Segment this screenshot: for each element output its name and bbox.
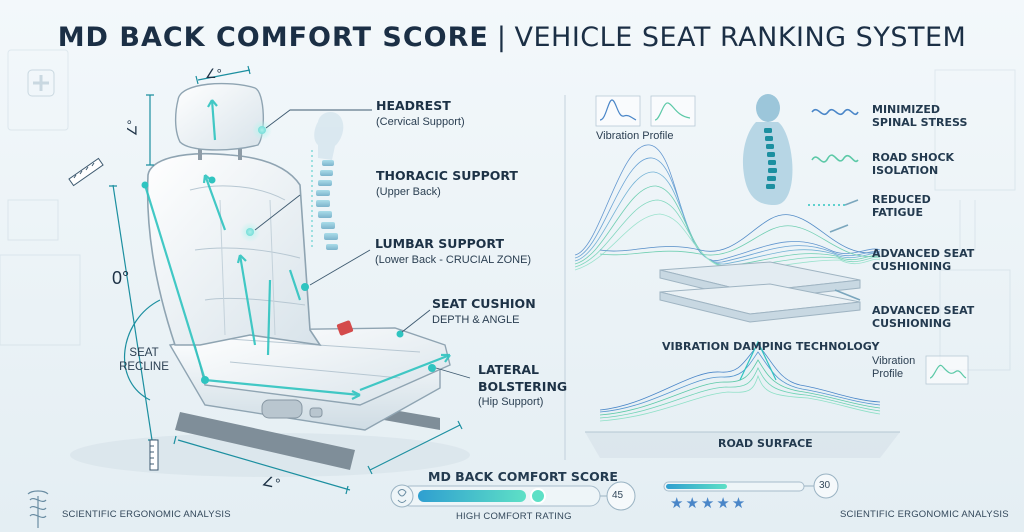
comfort-score-label: MD BACK COMFORT SCORE [428, 469, 618, 484]
callout-seat-cushion-label: SEAT CUSHION [432, 296, 536, 311]
benefit-road-shock-isolation: ROAD SHOCK ISOLATION [872, 151, 954, 177]
title-separator: | [496, 22, 507, 53]
vibration-profile-bottom-line2: Profile [872, 368, 904, 380]
callout-lateral-bolstering: LATERAL BOLSTERING (Hip Support) [478, 362, 567, 408]
star-rating: ★★★★★ [670, 495, 748, 512]
benefit-3-line1: REDUCED [872, 193, 931, 206]
benefit-reduced-fatigue: REDUCED FATIGUE [872, 193, 931, 219]
callout-thoracic-label: THORACIC SUPPORT [376, 168, 518, 183]
callout-lumbar-label: LUMBAR SUPPORT [375, 236, 504, 251]
benefit-advanced-seat-cushioning-2: ADVANCED SEAT CUSHIONING [872, 304, 974, 330]
benefit-5-line1: ADVANCED SEAT [872, 304, 975, 317]
angle-label-headrest: ∠° [124, 119, 140, 137]
callout-headrest: HEADREST (Cervical Support) [376, 98, 465, 128]
road-wave [599, 340, 881, 422]
seat-recline-label: SEAT RECLINE [114, 346, 174, 374]
medical-badge-icon [27, 69, 55, 97]
callout-thoracic: THORACIC SUPPORT (Upper Back) [376, 168, 518, 198]
benefit-1-line1: MINIMIZED [872, 103, 940, 116]
angle-label-base: ∠° [260, 472, 282, 492]
ruler-icon [68, 157, 159, 471]
road-surface-label: ROAD SURFACE [718, 437, 813, 450]
damping-technology-label: VIBRATION DAMPING TECHNOLOGY [662, 340, 880, 353]
benefit-5-line2: CUSHIONING [872, 317, 952, 330]
callout-lateral-line2: BOLSTERING [478, 379, 568, 394]
angle-label-top: ∠° [205, 66, 222, 81]
footer-right-label: SCIENTIFIC ERGONOMIC ANALYSIS [840, 509, 1009, 520]
page-title: MD BACK COMFORT SCORE | VEHICLE SEAT RAN… [0, 22, 1024, 53]
benefit-2-line2: ISOLATION [872, 164, 939, 177]
footer-left-label: SCIENTIFIC ERGONOMIC ANALYSIS [62, 509, 231, 520]
comfort-rating-label: HIGH COMFORT RATING [456, 511, 572, 522]
caduceus-icon [27, 490, 49, 528]
star-rating-value: 30 [819, 480, 831, 491]
human-silhouette-icon [742, 94, 793, 205]
benefit-4-line1: ADVANCED SEAT [872, 247, 975, 260]
callout-seat-cushion: SEAT CUSHION DEPTH & ANGLE [432, 296, 536, 326]
callout-headrest-label: HEADREST [376, 98, 451, 113]
spine-icon [311, 111, 344, 250]
callout-seat-cushion-sub: DEPTH & ANGLE [432, 314, 520, 326]
comfort-score-value: 45 [612, 490, 624, 501]
seat-recline-line2: RECLINE [119, 361, 169, 373]
benefit-3-line2: FATIGUE [872, 206, 923, 219]
vibration-wave-bundle [574, 144, 881, 271]
benefit-advanced-seat-cushioning-1: ADVANCED SEAT CUSHIONING [872, 247, 974, 273]
callout-lumbar: LUMBAR SUPPORT (Lower Back - CRUCIAL ZON… [375, 236, 531, 266]
vibration-profile-bottom-line1: Vibration [872, 355, 916, 367]
comfort-score-bar [390, 481, 636, 511]
title-rest: VEHICLE SEAT RANKING SYSTEM [514, 22, 967, 53]
car-seat-illustration [146, 82, 451, 470]
benefit-1-line2: SPINAL STRESS [872, 116, 968, 129]
callout-lumbar-sub: (Lower Back - CRUCIAL ZONE) [375, 254, 532, 266]
angle-label-backrest: 0° [112, 268, 130, 288]
star-rating-bar [663, 473, 839, 499]
callout-headrest-sub: (Cervical Support) [376, 116, 465, 128]
title-bold: MD BACK COMFORT SCORE [57, 22, 489, 53]
damping-layers [659, 261, 861, 323]
vibration-profile-top-label: Vibration Profile [596, 130, 674, 142]
callout-lateral-line1: LATERAL [478, 362, 539, 377]
benefit-minimized-spinal-stress: MINIMIZED SPINAL STRESS [872, 103, 967, 129]
callout-thoracic-sub: (Upper Back) [376, 186, 441, 198]
seat-recline-line1: SEAT [129, 347, 159, 359]
vibration-profile-bottom-label: Vibration Profile [872, 355, 915, 381]
benefit-2-line1: ROAD SHOCK [872, 151, 955, 164]
callout-lateral-sub: (Hip Support) [478, 396, 544, 408]
benefit-4-line2: CUSHIONING [872, 260, 952, 273]
